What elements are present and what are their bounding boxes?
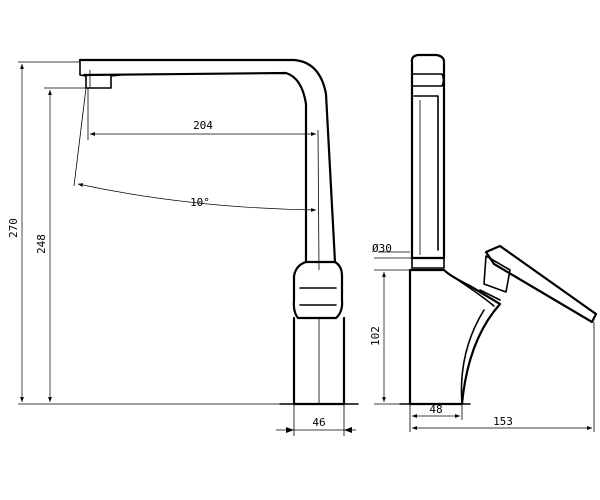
- body-curve: [457, 279, 495, 405]
- dim-total-height: 270: [7, 218, 20, 238]
- spout-arm: [78, 58, 337, 264]
- dim-handle-reach: 153: [493, 415, 513, 428]
- spout-centerline: [317, 129, 320, 271]
- dim-diameter: Ø30: [372, 242, 392, 255]
- handle-detail: [299, 287, 337, 306]
- dim-arc-swivel: [77, 183, 317, 212]
- dim-base-width: 46: [312, 416, 325, 429]
- dim-spout-height: 248: [35, 234, 48, 254]
- spout-outlet: [411, 73, 445, 251]
- swivel-ray: [73, 87, 87, 187]
- lever-cartridge: [479, 255, 511, 301]
- lever-handle: [484, 244, 598, 324]
- side-view: Ø30 102 48 153: [369, 53, 598, 432]
- body-side: [408, 268, 502, 406]
- dim-base-depth: 48: [429, 403, 442, 416]
- dim-spout-reach: 204: [193, 119, 213, 132]
- spout-neck: [411, 257, 445, 269]
- front-view: 270 248 204 10° 46: [7, 58, 359, 436]
- handle-collar: [292, 260, 344, 320]
- dim-base-height: 102: [369, 326, 382, 346]
- dim-swivel-angle: 10°: [190, 196, 210, 209]
- spout-head: [410, 53, 446, 260]
